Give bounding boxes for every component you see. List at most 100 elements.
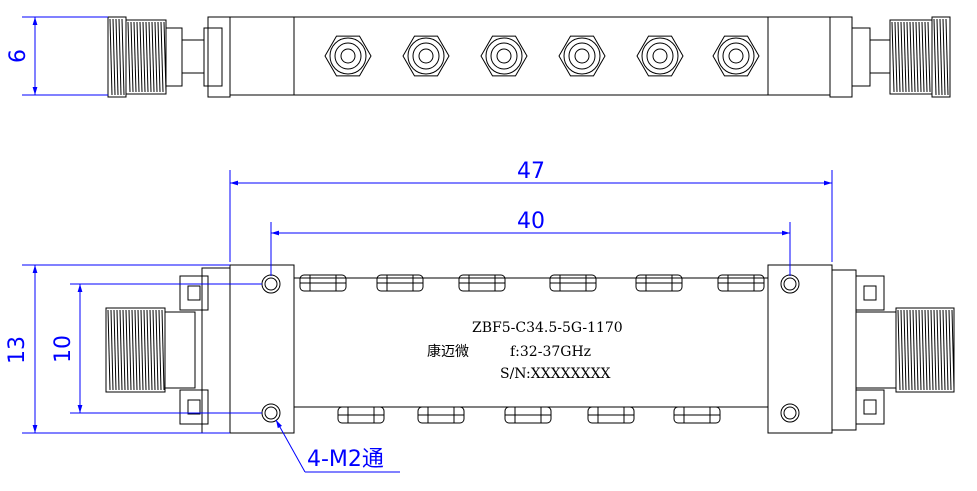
- thread-line: [894, 21, 898, 93]
- thread-line: [900, 309, 904, 391]
- tuning-screw-ring: [329, 37, 367, 75]
- thread-line: [915, 309, 919, 391]
- front-right-connector: [831, 269, 955, 431]
- tuning-screw-hole: [728, 48, 744, 64]
- thread-line: [912, 309, 916, 391]
- tuning-screw-ring: [407, 37, 445, 75]
- thread-line: [127, 21, 131, 93]
- top-tuning-screws: [324, 35, 760, 77]
- top-right-connector: [829, 16, 951, 98]
- top-view: 6: [6, 16, 951, 98]
- top-left-connector: [107, 16, 231, 98]
- thread-line: [903, 21, 907, 93]
- thread-line: [139, 21, 143, 93]
- thread-line: [146, 309, 150, 391]
- thread-line: [942, 309, 946, 391]
- tuning-screw-ring: [334, 42, 362, 70]
- top-body: [229, 16, 831, 96]
- thread-line: [927, 309, 931, 391]
- tuning-screw-ring: [563, 37, 601, 75]
- thread-line: [936, 309, 940, 391]
- dim-top-height: 6: [6, 49, 31, 63]
- thread-line: [142, 21, 146, 93]
- thread-line: [951, 309, 955, 391]
- tuning-screw-hex: [402, 35, 450, 77]
- thread-line: [140, 309, 144, 391]
- dim-body-height: 13: [5, 336, 30, 364]
- thread-line: [945, 309, 949, 391]
- thread-line: [897, 309, 901, 391]
- tuning-screw-hex: [324, 35, 372, 77]
- tuning-screw-hole: [340, 48, 356, 64]
- thread-line: [107, 309, 111, 391]
- thread-line: [933, 309, 937, 391]
- thread-line: [110, 309, 114, 391]
- thread-line: [924, 21, 928, 93]
- thread-line: [128, 309, 132, 391]
- thread-right-top: [891, 18, 949, 96]
- thread-line: [161, 309, 165, 391]
- thread-line: [112, 18, 116, 96]
- dim-hole-vertical-spacing: 10: [51, 335, 76, 363]
- dim-hole-spacing: 40: [517, 209, 545, 234]
- thread-line: [891, 21, 895, 93]
- thread-line: [145, 21, 149, 93]
- tuning-screw-ring: [641, 37, 679, 75]
- thread-line: [921, 21, 925, 93]
- thread-line: [948, 309, 952, 391]
- thread-line: [933, 18, 937, 96]
- label-brand: 康迈微: [427, 343, 469, 360]
- thread-line: [155, 309, 159, 391]
- thread-line: [148, 21, 152, 93]
- thread-line: [136, 21, 140, 93]
- thread-left-top: [109, 18, 167, 96]
- tuning-screw-hole: [418, 48, 434, 64]
- thread-line: [909, 21, 913, 93]
- thread-line: [125, 309, 129, 391]
- label-frequency: f:32-37GHz: [510, 344, 591, 360]
- tuning-screw-hole: [574, 48, 590, 64]
- thread-line: [134, 309, 138, 391]
- thread-line: [924, 309, 928, 391]
- thread-line: [137, 309, 141, 391]
- thread-line: [936, 18, 940, 96]
- thread-line: [897, 21, 901, 93]
- thread-line: [945, 18, 949, 96]
- thread-line: [939, 18, 943, 96]
- thread-line: [121, 18, 125, 96]
- tuning-screw-ring: [646, 42, 674, 70]
- thread-line: [918, 309, 922, 391]
- thread-line: [912, 21, 916, 93]
- front-view: ZBF5-C34.5-5G-1170 康迈微 f:32-37GHz S/N:XX…: [5, 159, 955, 473]
- thread-line: [903, 309, 907, 391]
- thread-line: [151, 21, 155, 93]
- thread-line: [143, 309, 147, 391]
- thread-line: [122, 309, 126, 391]
- tuning-screw-hole: [652, 48, 668, 64]
- thread-line: [906, 309, 910, 391]
- thread-right-front: [897, 309, 955, 391]
- tuning-screw-ring: [485, 37, 523, 75]
- front-left-connector: [105, 267, 231, 434]
- thread-line: [118, 18, 122, 96]
- thread-line: [927, 21, 931, 93]
- thread-line: [130, 21, 134, 93]
- tuning-screw-ring: [568, 42, 596, 70]
- tuning-screw-hex: [636, 35, 684, 77]
- tuning-screw-hole: [496, 48, 512, 64]
- thread-line: [942, 18, 946, 96]
- thread-line: [113, 309, 117, 391]
- thread-line: [152, 309, 156, 391]
- thread-line: [918, 21, 922, 93]
- thread-line: [160, 21, 164, 93]
- tuning-screw-hex: [558, 35, 606, 77]
- thread-line: [900, 21, 904, 93]
- tuning-screw-ring: [722, 42, 750, 70]
- callout-mounting-holes: 4-M2通: [307, 447, 384, 472]
- dim-overall-length: 47: [517, 159, 545, 184]
- thread-left-front: [107, 309, 165, 391]
- thread-line: [133, 21, 137, 93]
- tuning-screw-hex: [712, 35, 760, 77]
- thread-line: [909, 309, 913, 391]
